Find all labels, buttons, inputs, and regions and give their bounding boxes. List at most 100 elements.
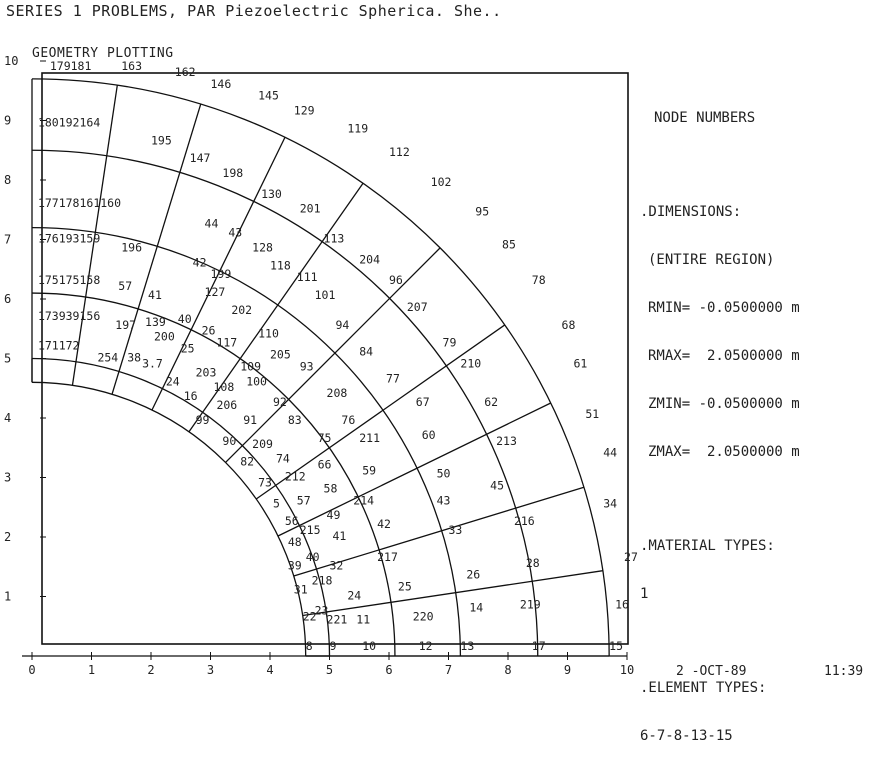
node-number: 14 [469, 600, 483, 614]
zmax-value: ZMAX= 2.0500000 m [648, 444, 800, 460]
node-number: 102 [431, 175, 452, 189]
node-number: 175175158 [38, 273, 100, 287]
node-number: 127 [205, 285, 226, 299]
mesh-radial [188, 182, 364, 433]
node-number: 200 [154, 330, 175, 344]
node-number: 17 [532, 639, 546, 653]
node-number: 216 [514, 514, 535, 528]
node-number: 163 [121, 59, 142, 73]
node-number: 220 [413, 609, 434, 623]
x-tick-label: 1 [88, 663, 95, 677]
rmin-value: RMIN= -0.0500000 m [648, 300, 800, 316]
x-tick-label: 9 [564, 663, 571, 677]
node-number: 109 [240, 359, 261, 373]
node-number: 31 [294, 583, 308, 597]
mesh-radial [151, 136, 286, 411]
node-number: 27 [624, 550, 638, 564]
node-number: 211 [359, 431, 380, 445]
legend-panel: NODE NUMBERS .DIMENSIONS: (ENTIRE REGION… [640, 78, 800, 760]
node-number: 57 [118, 279, 132, 293]
element-label: .ELEMENT TYPES: [640, 680, 767, 696]
node-number: 77 [386, 371, 400, 385]
node-number: 85 [502, 237, 516, 251]
node-number: 218 [312, 574, 333, 588]
material-label: .MATERIAL TYPES: [640, 538, 775, 554]
node-number: 66 [318, 458, 332, 472]
dimensions-label: .DIMENSIONS: [640, 204, 742, 220]
node-number: 56 [285, 514, 299, 528]
x-tick-label: 3 [207, 663, 214, 677]
node-number: 42 [193, 255, 207, 269]
x-tick-label: 8 [504, 663, 511, 677]
node-number: 15 [609, 639, 623, 653]
node-number: 112 [389, 145, 410, 159]
node-number: 205 [270, 348, 291, 362]
node-number: 39 [288, 559, 302, 573]
node-number: 213 [496, 434, 517, 448]
node-number: 90 [222, 434, 236, 448]
node-number: 197 [115, 318, 136, 332]
node-number: 99 [196, 413, 210, 427]
node-number: 147 [190, 151, 211, 165]
node-number: 40 [306, 550, 320, 564]
node-number: 113 [324, 231, 345, 245]
node-number: 5 [273, 496, 280, 510]
node-number: 42 [377, 517, 391, 531]
node-number: 62 [484, 395, 498, 409]
node-number: 75 [318, 431, 332, 445]
node-number: 40 [178, 312, 192, 326]
node-number: 43 [437, 493, 451, 507]
node-number: 41 [332, 529, 346, 543]
node-number: 23 [315, 603, 329, 617]
x-tick-label: 2 [147, 663, 154, 677]
node-number: 60 [422, 428, 436, 442]
node-number: 83 [288, 413, 302, 427]
y-tick-label: 8 [4, 173, 11, 187]
material-value: 1 [640, 586, 649, 602]
node-number: 199 [211, 267, 232, 281]
y-tick-label: 9 [4, 114, 11, 128]
page-title: SERIES 1 PROBLEMS, PAR Piezoelectric Sph… [6, 2, 502, 20]
node-number: 129 [294, 104, 315, 118]
node-number: 13 [460, 639, 474, 653]
node-number: 111 [297, 270, 318, 284]
node-number: 119 [347, 121, 368, 135]
node-number: 76 [341, 413, 355, 427]
node-number: 198 [222, 166, 243, 180]
rmax-value: RMAX= 2.0500000 m [648, 348, 800, 364]
x-tick-label: 6 [385, 663, 392, 677]
node-number: 162 [175, 65, 196, 79]
node-number: 117 [216, 336, 237, 350]
node-number: 16 [615, 597, 629, 611]
y-tick-label: 10 [4, 54, 18, 68]
time-stamp: 11:39 [824, 664, 864, 679]
node-number: 44 [603, 446, 617, 460]
node-number: 145 [258, 89, 279, 103]
plot-subtitle: GEOMETRY PLOTTING [32, 46, 174, 61]
node-number: 221 [327, 612, 348, 626]
node-number: 50 [437, 467, 451, 481]
node-number: 171172 [38, 339, 80, 353]
x-tick-label: 5 [326, 663, 333, 677]
node-number: 49 [327, 508, 341, 522]
node-number: 58 [324, 481, 338, 495]
region-label: (ENTIRE REGION) [648, 252, 775, 268]
node-number: 207 [407, 300, 428, 314]
mesh-radial [277, 402, 552, 537]
node-number: 118 [270, 258, 291, 272]
node-number: 43 [228, 226, 242, 240]
node-number: 24 [166, 374, 180, 388]
node-number: 204 [359, 252, 380, 266]
mesh-radial [111, 103, 202, 395]
zmin-value: ZMIN= -0.0500000 m [648, 396, 800, 412]
y-tick-label: 1 [4, 590, 11, 604]
x-tick-label: 0 [28, 663, 35, 677]
node-number: 32 [330, 559, 344, 573]
node-number: 24 [347, 588, 361, 602]
node-number: 210 [460, 356, 481, 370]
mesh-radial [302, 570, 603, 617]
node-number: 44 [205, 217, 219, 231]
node-number: 177178161160 [38, 196, 121, 210]
